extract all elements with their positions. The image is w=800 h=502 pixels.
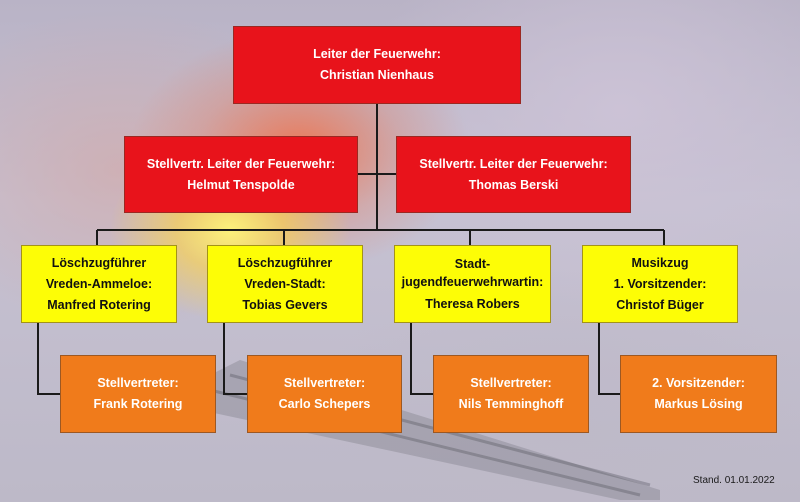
deputy-role: Stellvertr. Leiter der Feuerwehr: — [146, 156, 336, 171]
leader-role: Leiter der Feuerwehr: — [313, 47, 441, 61]
sub-name: Markus Lösing — [654, 397, 743, 411]
unit-line: Tobias Gevers — [242, 297, 328, 312]
deputy-box-1: Stellvertr. Leiter der Feuerwehr: Helmut… — [124, 136, 358, 213]
unit-line: Christof Büger — [616, 297, 704, 312]
sub-box-jugendfeuerwehr: Stellvertreter: Nils Temminghoff — [433, 355, 589, 433]
date-stamp: Stand. 01.01.2022 — [693, 475, 775, 486]
sub-name: Frank Rotering — [93, 397, 183, 411]
sub-box-ammeloe: Stellvertreter: Frank Rotering — [60, 355, 216, 433]
leader-name: Christian Nienhaus — [320, 68, 434, 82]
unit-line: Theresa Robers — [425, 297, 520, 311]
unit-box-musikzug: Musikzug 1. Vorsitzender: Christof Büger — [582, 245, 738, 323]
sub-role: Stellvertreter: — [283, 376, 366, 390]
deputy-name: Helmut Tenspolde — [187, 177, 295, 192]
unit-box-stadt: Löschzugführer Vreden-Stadt: Tobias Geve… — [207, 245, 363, 323]
unit-line: Löschzugführer — [237, 255, 333, 270]
leader-box: Leiter der Feuerwehr: Christian Nienhaus — [233, 26, 521, 104]
unit-line: Manfred Rotering — [47, 297, 151, 312]
deputy-name: Thomas Berski — [468, 177, 559, 192]
sub-name: Carlo Schepers — [278, 397, 371, 411]
sub-box-stadt: Stellvertreter: Carlo Schepers — [247, 355, 402, 433]
sub-role: 2. Vorsitzender: — [652, 376, 745, 390]
sub-role: Stellvertreter: — [470, 376, 552, 390]
sub-role: Stellvertreter: — [97, 376, 179, 390]
unit-line: jugendfeuerwehrwartin: — [401, 275, 544, 289]
unit-box-jugendfeuerwehr: Stadt- jugendfeuerwehrwartin: Theresa Ro… — [394, 245, 551, 323]
unit-line: Vreden-Ammeloe: — [45, 276, 153, 291]
sub-box-musikzug: 2. Vorsitzender: Markus Lösing — [620, 355, 777, 433]
unit-line: Stadt- — [454, 257, 491, 271]
unit-line: Vreden-Stadt: — [244, 276, 326, 291]
deputy-role: Stellvertr. Leiter der Feuerwehr: — [419, 156, 608, 171]
unit-line: Löschzugführer — [51, 255, 147, 270]
sub-name: Nils Temminghoff — [458, 397, 564, 411]
unit-line: 1. Vorsitzender: — [613, 276, 707, 291]
deputy-box-2: Stellvertr. Leiter der Feuerwehr: Thomas… — [396, 136, 631, 213]
unit-line: Musikzug — [631, 255, 689, 270]
unit-box-ammeloe: Löschzugführer Vreden-Ammeloe: Manfred R… — [21, 245, 177, 323]
